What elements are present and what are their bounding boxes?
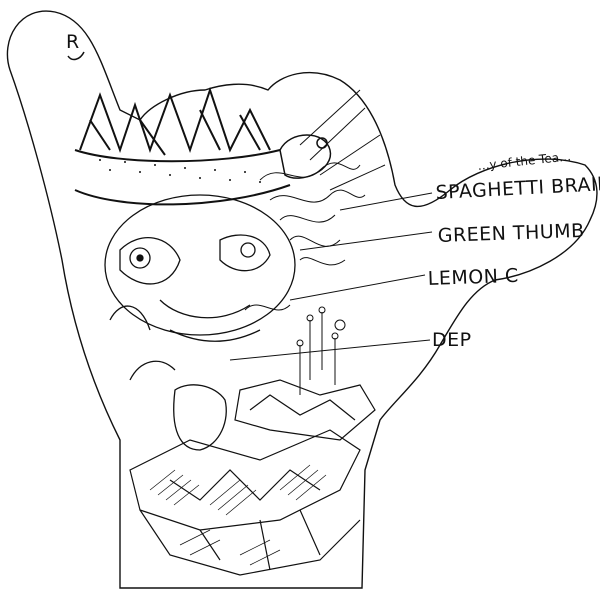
crown: [74, 86, 291, 206]
top-partial-label: R: [66, 31, 80, 53]
spaghetti-brain-label: SPAGHETTI BRAIN: [435, 173, 600, 204]
spaghetti-tangle: [244, 162, 366, 311]
thumb-bulb: [279, 134, 332, 179]
dep-label: DEP: [432, 329, 472, 351]
green-thumb-label: GREEN THUMB: [437, 220, 585, 247]
lower-face: [109, 305, 227, 451]
hand-outline: [6, 10, 598, 589]
vines: [296, 306, 346, 395]
partial-line-label: …y of the Tea…: [477, 149, 572, 173]
lemon-label: LEMON C: [427, 265, 519, 290]
face-mass: [104, 194, 296, 342]
wrist-shards: [129, 379, 376, 576]
wrist-hatching: [149, 464, 327, 566]
crown-stipple: [99, 159, 261, 183]
leader-lines: [229, 89, 433, 361]
pinky-squiggle: [67, 51, 85, 61]
